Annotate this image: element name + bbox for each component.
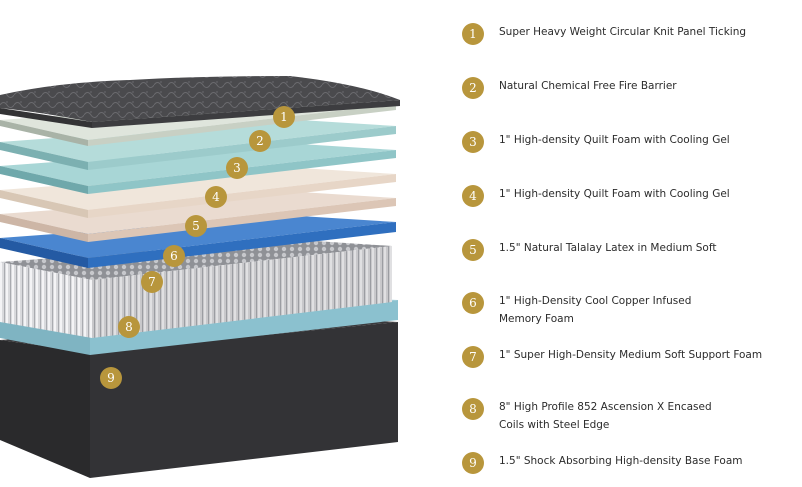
legend-line: 1" Super High-Density Medium Soft Suppor… bbox=[499, 349, 763, 361]
legend-line: 1" High-Density Cool Copper Infused bbox=[499, 295, 692, 307]
legend-badge-6: 6 bbox=[462, 292, 484, 314]
layer-marker-7: 7 bbox=[141, 271, 163, 293]
layer-marker-3: 3 bbox=[226, 157, 248, 179]
legend-text-2: Natural Chemical Free Fire Barrier bbox=[499, 77, 677, 95]
layer-marker-4: 4 bbox=[205, 186, 227, 208]
legend-line: 1.5" Shock Absorbing High-density Base F… bbox=[499, 455, 743, 467]
legend-text-7: 1" Super High-Density Medium Soft Suppor… bbox=[499, 346, 762, 364]
layer-marker-7-number: 7 bbox=[148, 275, 156, 289]
legend-badge-8: 8 bbox=[462, 398, 484, 420]
legend-item-7: 7 1" Super High-Density Medium Soft Supp… bbox=[462, 346, 762, 368]
layer-marker-8-number: 8 bbox=[125, 320, 133, 334]
layer-marker-6: 6 bbox=[163, 245, 185, 267]
layer-marker-5: 5 bbox=[185, 215, 207, 237]
layer-marker-1: 1 bbox=[273, 106, 295, 128]
layer-marker-4-number: 4 bbox=[212, 190, 220, 204]
layer-marker-2: 2 bbox=[249, 130, 271, 152]
layer-6-memory-foam bbox=[0, 192, 396, 242]
layer-marker-6-number: 6 bbox=[170, 249, 178, 263]
legend-line: 1" High-density Quilt Foam with Cooling … bbox=[499, 134, 730, 146]
layer-marker-5-number: 5 bbox=[192, 219, 200, 233]
layer-marker-9-number: 9 bbox=[107, 371, 115, 385]
legend-item-9: 9 1.5" Shock Absorbing High-density Base… bbox=[462, 452, 743, 474]
legend-line: 1.5" Natural Talalay Latex in Medium Sof… bbox=[499, 242, 717, 254]
layer-8-encased-coils bbox=[0, 240, 392, 338]
legend-line: 1" High-density Quilt Foam with Cooling … bbox=[499, 188, 730, 200]
legend-text-1: Super Heavy Weight Circular Knit Panel T… bbox=[499, 23, 746, 41]
layer-5-latex bbox=[0, 168, 396, 218]
legend-text-4: 1" High-density Quilt Foam with Cooling … bbox=[499, 185, 730, 203]
legend-badge-1: 1 bbox=[462, 23, 484, 45]
legend-item-8: 8 8" High Profile 852 Ascension X Encase… bbox=[462, 398, 712, 434]
layer-marker-2-number: 2 bbox=[256, 134, 264, 148]
legend-item-5: 5 1.5" Natural Talalay Latex in Medium S… bbox=[462, 239, 716, 261]
legend-item-4: 4 1" High-density Quilt Foam with Coolin… bbox=[462, 185, 730, 207]
layer-marker-1-number: 1 bbox=[280, 110, 288, 124]
legend-line: Natural Chemical Free Fire Barrier bbox=[499, 80, 677, 92]
legend-text-9: 1.5" Shock Absorbing High-density Base F… bbox=[499, 452, 743, 470]
legend-text-3: 1" High-density Quilt Foam with Cooling … bbox=[499, 131, 730, 149]
layer-3-quilt-foam bbox=[0, 120, 396, 170]
legend-line: 8" High Profile 852 Ascension X Encased bbox=[499, 401, 712, 413]
mattress-layer-illustration: 1 2 3 4 5 6 7 8 9 bbox=[0, 76, 400, 478]
layer-marker-8: 8 bbox=[118, 316, 140, 338]
layer-marker-9: 9 bbox=[100, 367, 122, 389]
legend-item-1: 1 Super Heavy Weight Circular Knit Panel… bbox=[462, 23, 746, 45]
layer-1-ticking bbox=[0, 76, 400, 128]
legend-item-2: 2 Natural Chemical Free Fire Barrier bbox=[462, 77, 677, 99]
legend-badge-7: 7 bbox=[462, 346, 484, 368]
legend-badge-5: 5 bbox=[462, 239, 484, 261]
legend-item-3: 3 1" High-density Quilt Foam with Coolin… bbox=[462, 131, 730, 153]
layer-markers: 1 2 3 4 5 6 7 8 9 bbox=[100, 106, 295, 389]
layer-marker-3-number: 3 bbox=[233, 161, 241, 175]
legend-badge-4: 4 bbox=[462, 185, 484, 207]
legend-badge-2: 2 bbox=[462, 77, 484, 99]
legend-line: Coils with Steel Edge bbox=[499, 419, 610, 431]
legend-line: Memory Foam bbox=[499, 313, 574, 325]
legend-badge-3: 3 bbox=[462, 131, 484, 153]
legend-text-5: 1.5" Natural Talalay Latex in Medium Sof… bbox=[499, 239, 716, 257]
legend-badge-9: 9 bbox=[462, 452, 484, 474]
legend-line: Super Heavy Weight Circular Knit Panel T… bbox=[499, 26, 747, 38]
